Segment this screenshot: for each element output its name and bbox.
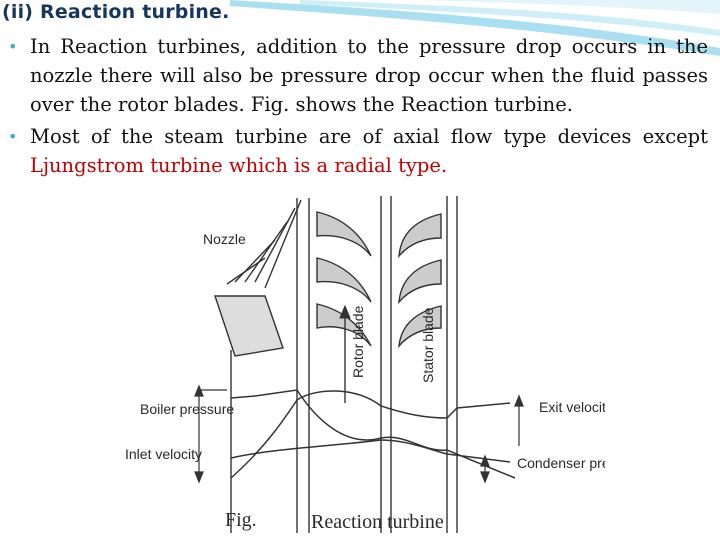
stator-blade-label: Stator blade <box>420 307 436 383</box>
bullet-plain-text: Most of the steam turbine are of axial f… <box>30 125 708 148</box>
bullet-item: • In Reaction turbines, addition to the … <box>8 32 708 119</box>
bullet-dot-icon: • <box>8 37 18 56</box>
stator-blades <box>398 213 442 349</box>
condenser-pressure-label: Condenser pressure <box>517 455 605 471</box>
bullet-text: Most of the steam turbine are of axial f… <box>30 122 708 180</box>
inlet-velocity-label: Inlet velocity <box>125 446 202 462</box>
casing-lines <box>230 196 458 533</box>
nozzle-label: Nozzle <box>203 231 246 247</box>
bullet-item: • Most of the steam turbine are of axial… <box>8 122 708 180</box>
boiler-pressure-text: Boiler pressure <box>140 401 234 417</box>
bullet-highlight-text: Ljungstrom turbine which is a radial typ… <box>30 154 448 177</box>
rotor-blade-label: Rotor blade <box>350 305 366 378</box>
right-dimension-arrows <box>480 394 524 484</box>
header-swoosh <box>230 0 720 56</box>
exit-velocity-label: Exit velocity <box>539 399 605 415</box>
reaction-turbine-figure: Nozzle Rotor blade Stator blade <box>125 196 605 533</box>
slide-title: (ii) Reaction turbine. <box>2 1 230 23</box>
rotor-blades <box>316 211 372 347</box>
left-dimension-arrows <box>194 384 227 484</box>
bullet-text: In Reaction turbines, addition to the pr… <box>30 35 708 116</box>
flow-arrow <box>339 304 351 403</box>
bullet-list: • In Reaction turbines, addition to the … <box>8 32 708 183</box>
boiler-pressure-label: Boiler pressure <box>140 401 234 417</box>
figure-caption-name: Reaction turbine <box>311 511 444 533</box>
nozzle-drawing <box>214 199 302 357</box>
pressure-velocity-curves <box>230 389 516 479</box>
bullet-dot-icon: • <box>8 127 18 146</box>
figure-caption-fig: Fig. <box>225 509 257 531</box>
